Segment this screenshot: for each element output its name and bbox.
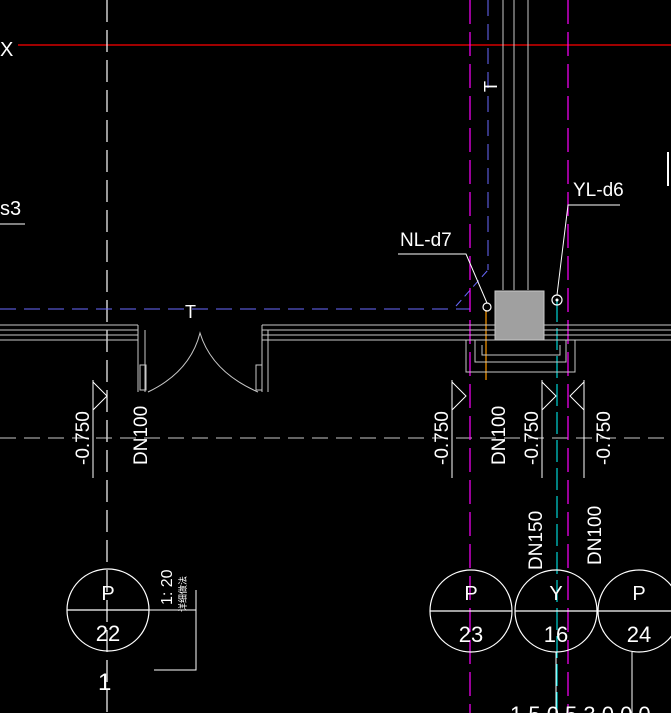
- blue-dashed-diagonal: [455, 269, 489, 307]
- marker-p23: [429, 569, 513, 653]
- trench-mark-top: T: [481, 81, 501, 92]
- marker-y16-letter: Y: [549, 583, 562, 605]
- yl-pipe-symbol-inner: [555, 298, 559, 302]
- marker-p22-number: 22: [96, 621, 120, 646]
- marker-p24-letter: P: [632, 583, 645, 605]
- elev-flag-2: [451, 380, 467, 478]
- elev-text-2: -0.750: [432, 411, 453, 465]
- elev-flag-1: [92, 380, 108, 478]
- axis-s3-label: s3: [0, 198, 21, 220]
- marker-p24: [597, 569, 671, 713]
- dn-text-4: DN100: [585, 506, 606, 565]
- marker-y16-number: 16: [544, 622, 568, 647]
- door-swing: [139, 331, 263, 393]
- elev-flag-3: [541, 380, 557, 478]
- nl-leader: [398, 253, 488, 304]
- elev-text-4: -0.750: [594, 411, 615, 465]
- pipe-tag-nl: NL-d7: [400, 230, 452, 251]
- trench-mark-mid: T: [185, 302, 196, 322]
- elev-text-3: -0.750: [522, 411, 543, 465]
- sump-outline: [465, 340, 576, 373]
- yl-leader: [556, 204, 620, 296]
- pipe-tag-yl: YL-d6: [573, 180, 624, 201]
- nl-pipe-symbol: [482, 302, 492, 312]
- marker-p24-number: 24: [627, 622, 651, 647]
- dn-text-1: DN100: [131, 406, 152, 465]
- elev-text-1: -0.750: [73, 411, 94, 465]
- note-vertical: 详细做法: [177, 576, 189, 612]
- marker-p22-letter: P: [101, 583, 114, 605]
- note-scale: 1: 20: [159, 569, 176, 605]
- marker-y16: [514, 569, 598, 713]
- marker-p23-number: 23: [459, 622, 483, 647]
- wall-left: [0, 324, 146, 392]
- marker-p23-letter: P: [464, 583, 477, 605]
- bottom-partial-text: 1 5 0 5 3 0 0 0: [510, 702, 651, 713]
- marker-p22: [66, 568, 197, 671]
- grid-edge-label: X: [0, 39, 13, 61]
- dn-text-2: DN100: [489, 406, 510, 465]
- digit-bottom: 1: [98, 669, 111, 696]
- equipment-block: [494, 290, 545, 341]
- elev-flag-4: [569, 380, 585, 478]
- dn-text-3: DN150: [526, 511, 547, 570]
